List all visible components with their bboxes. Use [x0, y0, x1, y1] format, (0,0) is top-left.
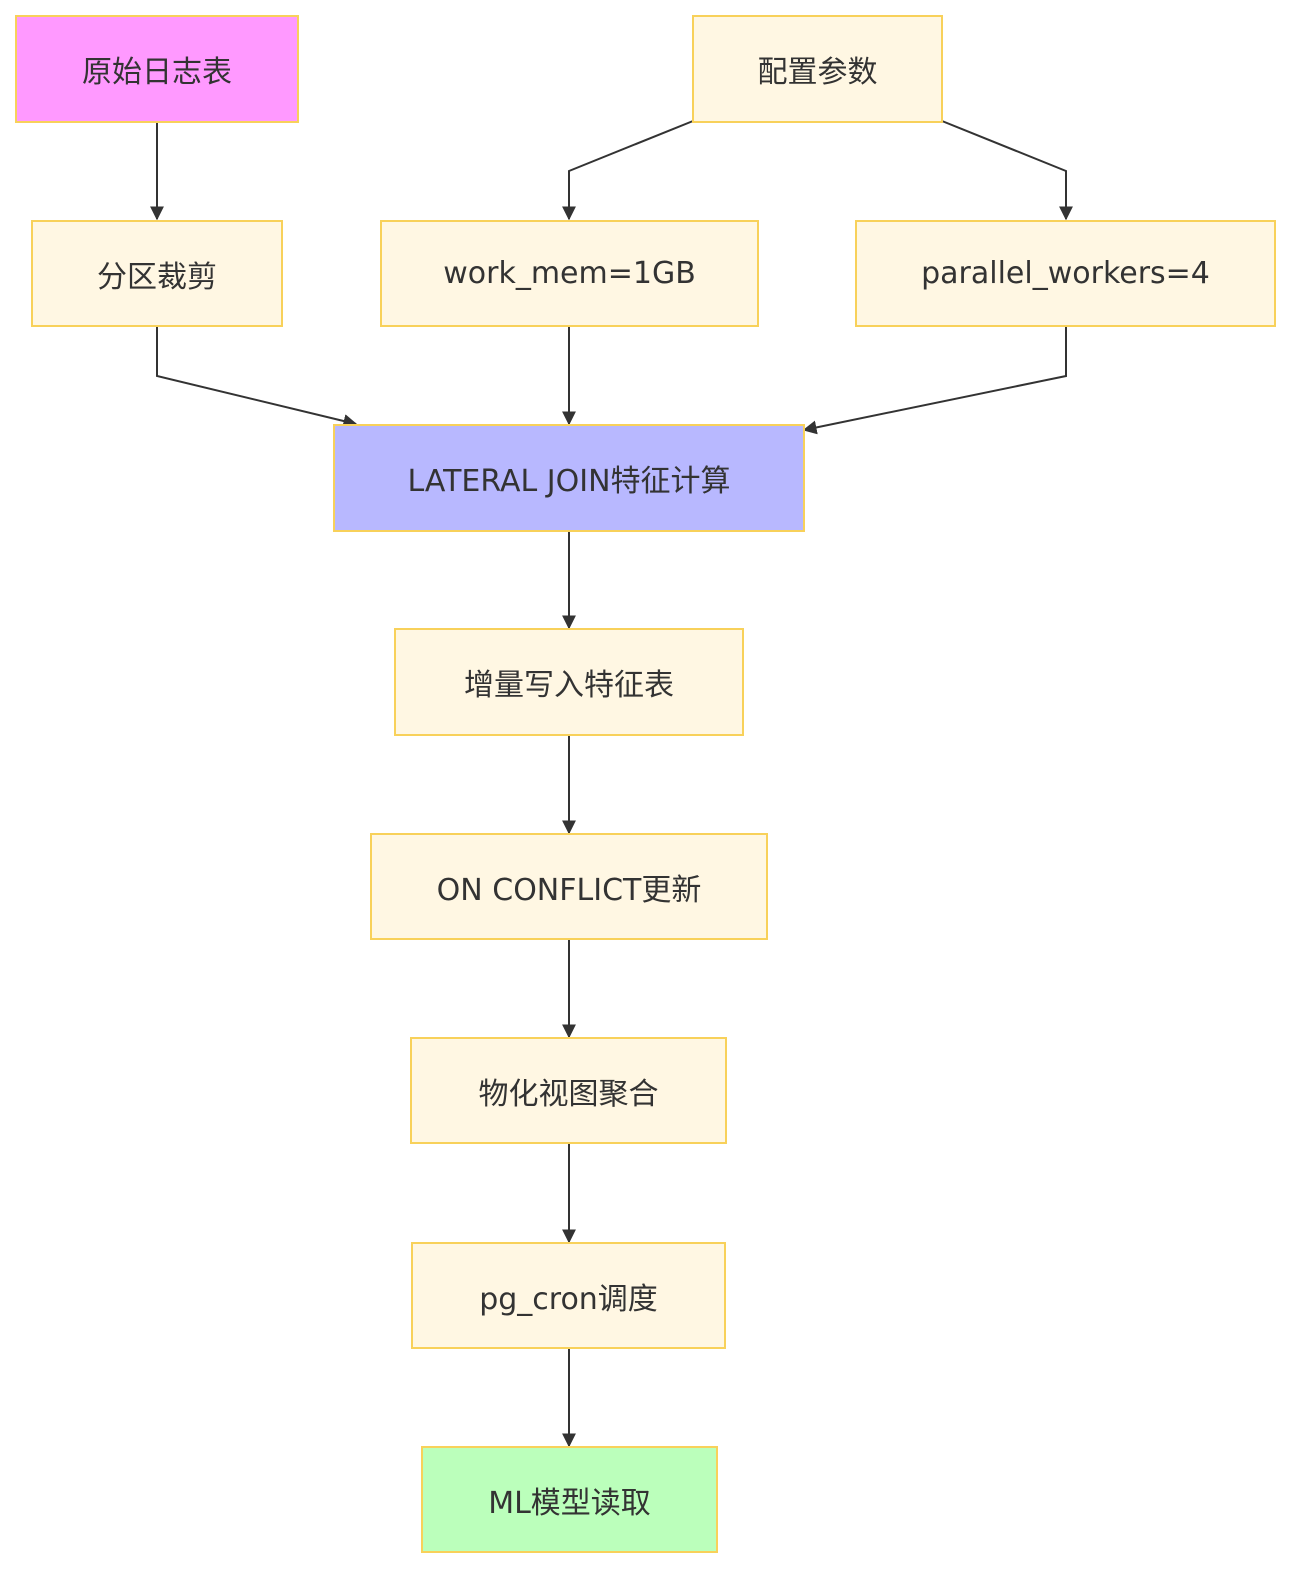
node-parallel-workers: parallel_workers=4 [855, 220, 1276, 327]
node-label: 原始日志表 [82, 55, 232, 90]
edge-config-to-parallel-workers [941, 120, 1073, 221]
node-label: 配置参数 [757, 55, 878, 90]
node-label: ML模型读取 [488, 1485, 651, 1521]
node-label: parallel_workers=4 [921, 256, 1210, 291]
node-raw-logs: 原始日志表 [15, 15, 299, 123]
node-work-mem: work_mem=1GB [380, 220, 759, 327]
edge-partition-prune-to-lateral-join [156, 326, 358, 428]
node-incremental-write: 增量写入特征表 [394, 628, 744, 736]
node-config: 配置参数 [692, 15, 943, 123]
edge-parallel-workers-to-lateral-join [802, 326, 1067, 435]
node-ml-read: ML模型读取 [421, 1446, 718, 1553]
node-label: pg_cron调度 [479, 1281, 658, 1317]
node-label: 增量写入特征表 [464, 668, 674, 703]
node-label: LATERAL JOIN特征计算 [407, 464, 731, 499]
node-partition-prune: 分区裁剪 [31, 220, 283, 327]
node-label: 分区裁剪 [97, 259, 217, 295]
edge-config-to-work-mem [562, 120, 694, 221]
node-on-conflict: ON CONFLICT更新 [370, 833, 768, 940]
node-label: ON CONFLICT更新 [436, 872, 702, 908]
node-label: 物化视图聚合 [478, 1076, 659, 1112]
node-label: work_mem=1GB [443, 256, 696, 291]
node-mat-view: 物化视图聚合 [410, 1037, 727, 1144]
node-lateral-join: LATERAL JOIN特征计算 [333, 424, 805, 532]
node-pg-cron: pg_cron调度 [411, 1242, 726, 1349]
